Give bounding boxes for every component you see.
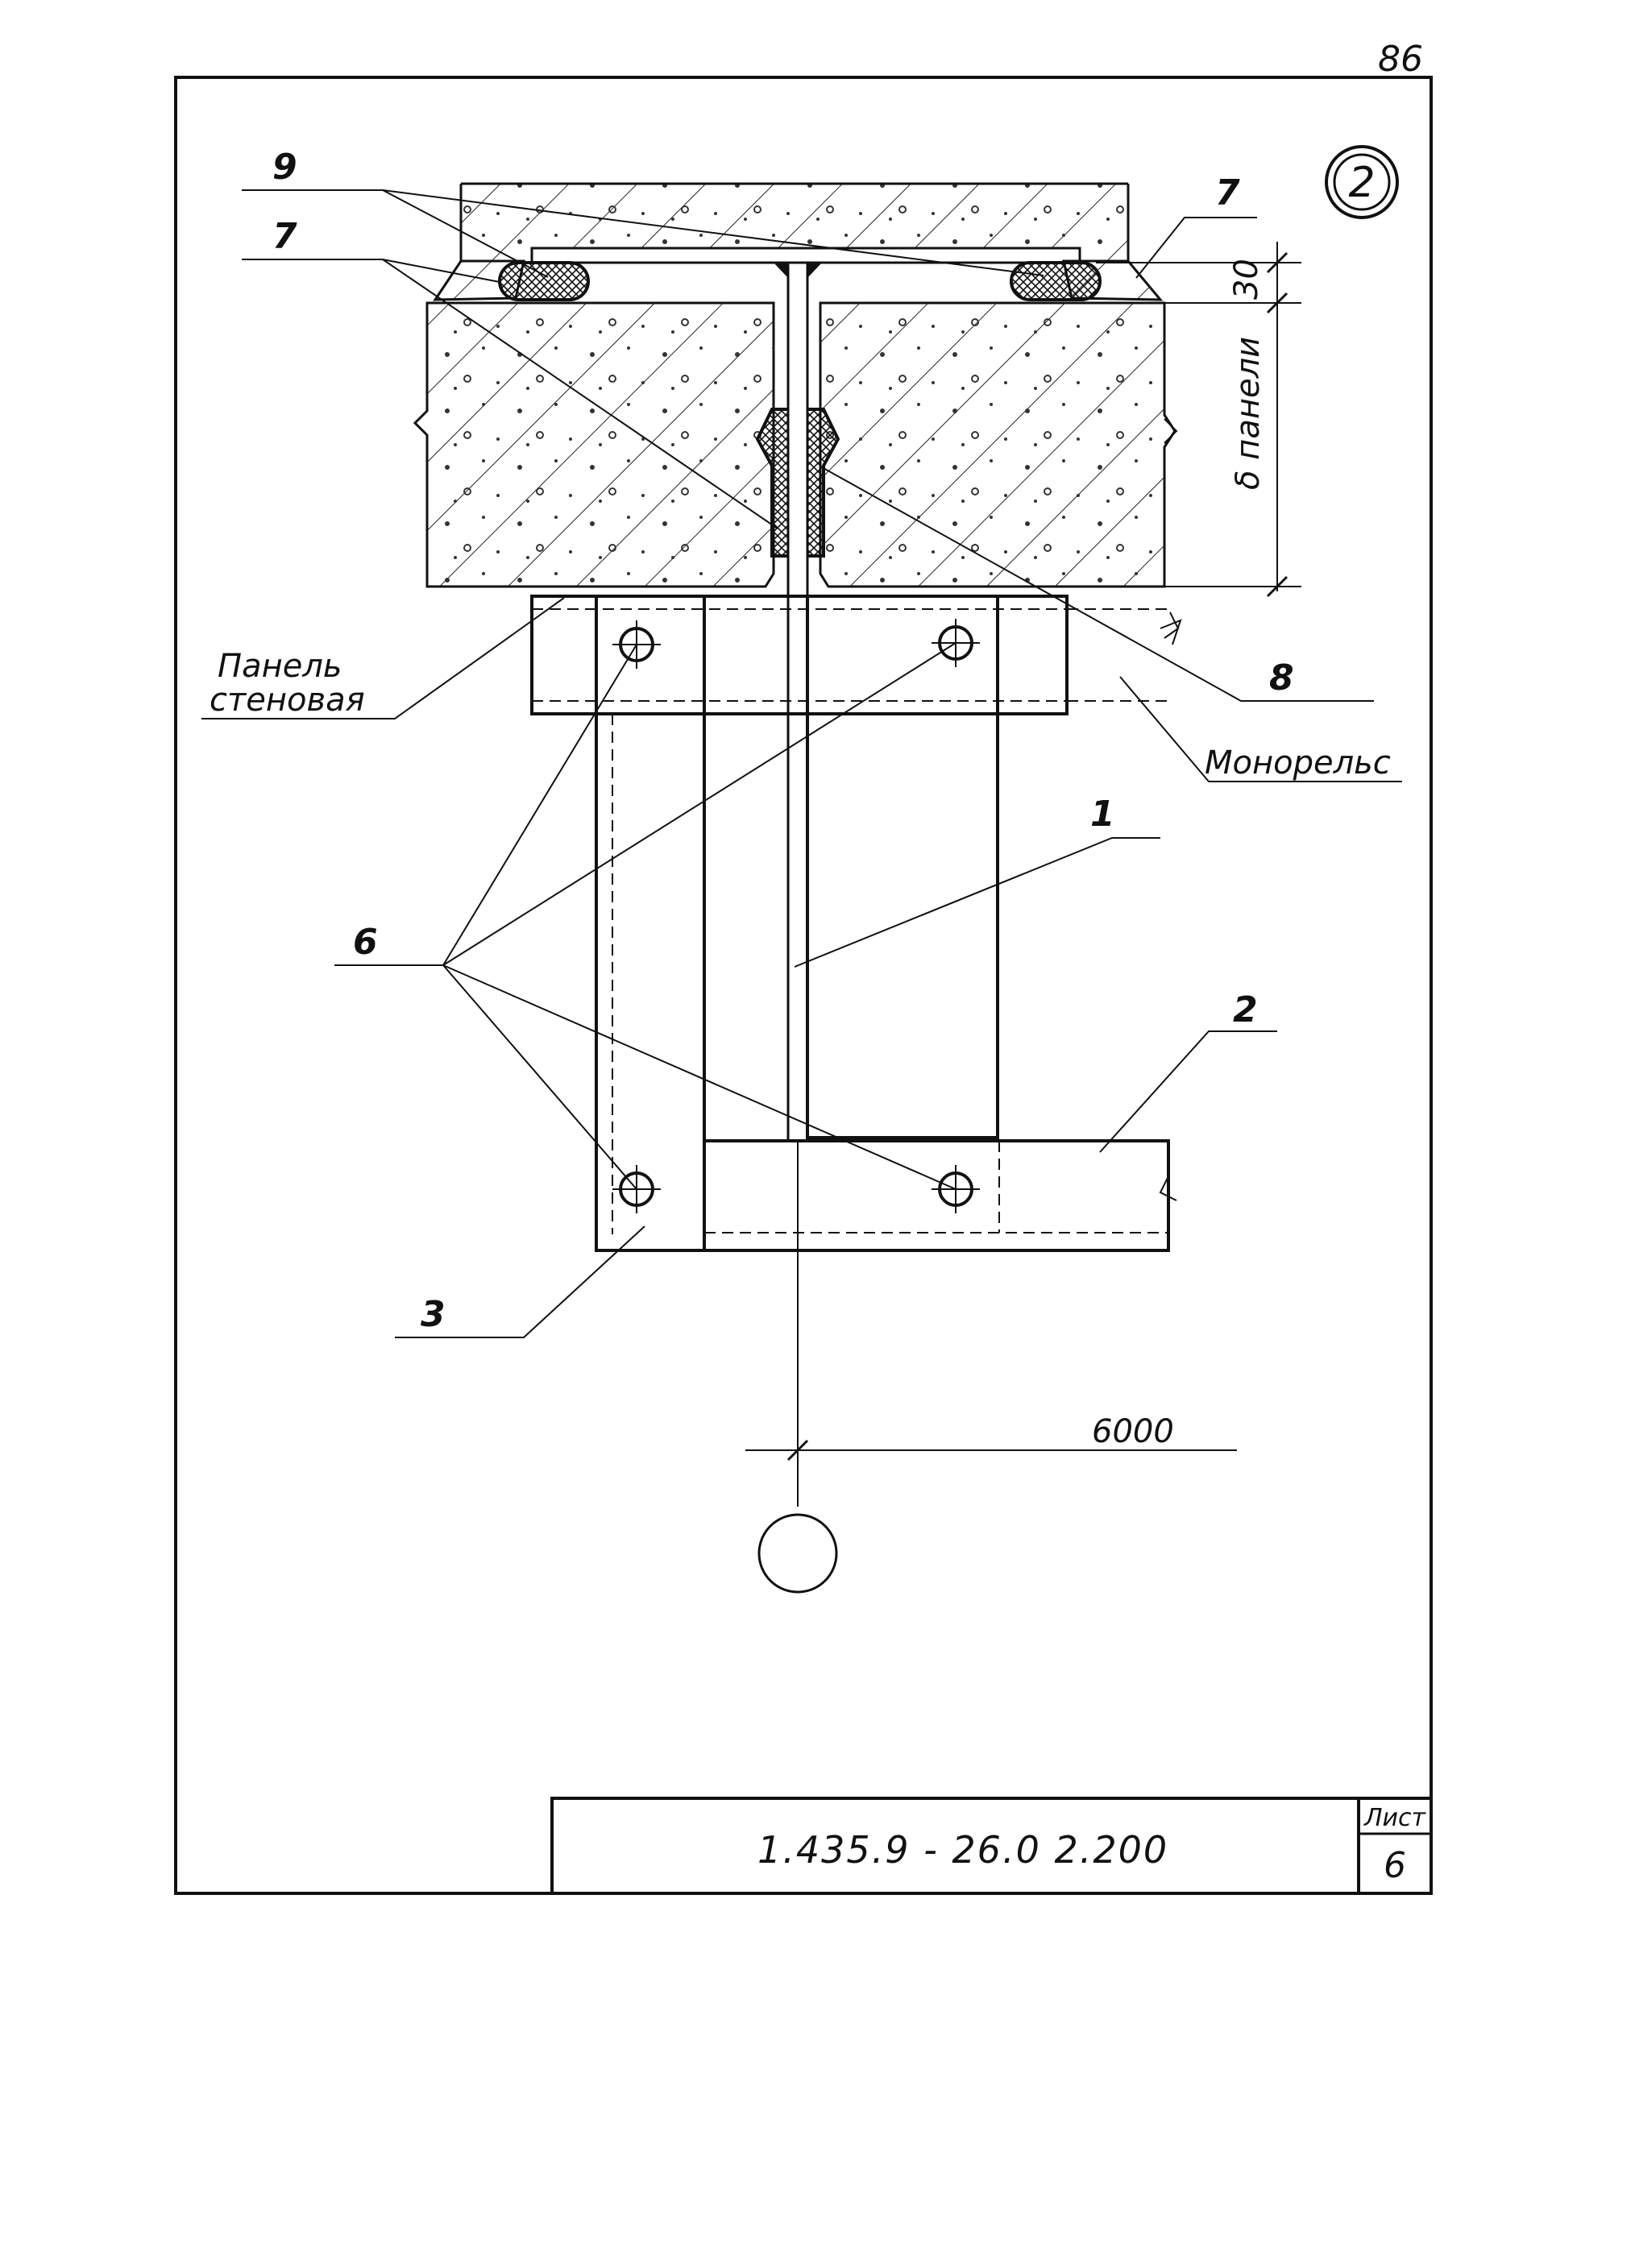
wall-panel-right	[819, 301, 1176, 588]
axis-bubble	[757, 1513, 838, 1594]
bottom-beam	[703, 1139, 1177, 1252]
callout-7-right: 7	[1215, 172, 1240, 214]
callout-3: 3	[421, 1294, 446, 1335]
callout-2: 2	[1233, 989, 1258, 1030]
detail-mark: 2	[1325, 145, 1399, 219]
span-dimension-value: 6000	[1092, 1413, 1174, 1450]
steel-plate	[530, 247, 1081, 264]
monorail-label: Монорельс	[1205, 744, 1391, 782]
sealing-cord-right	[1010, 261, 1102, 301]
wall-panel-label-line1: Панель	[218, 648, 342, 685]
gap-dimension-value: 30	[1228, 259, 1265, 300]
sheet-label: Лист	[1363, 1804, 1427, 1832]
break-mark-right	[1164, 418, 1178, 444]
bolt-top-left	[612, 620, 661, 669]
vertical-strut-right	[806, 595, 999, 1139]
wall-panel-label-line2: стеновая	[210, 682, 365, 719]
sheet-number: 6	[1384, 1845, 1406, 1886]
break-mark-monorail	[1160, 619, 1182, 645]
weld-mark	[774, 263, 822, 278]
page-number: 86	[1378, 39, 1423, 80]
sealing-cord-left	[498, 261, 590, 301]
callout-9: 9	[272, 147, 297, 188]
span-dimension: 6000	[745, 1413, 1237, 1462]
callout-8: 8	[1269, 657, 1294, 699]
panel-thickness-dimension: 30 δ панели	[1096, 242, 1301, 598]
title-block: 1.435.9 - 26.0 2.200 Лист 6	[550, 1797, 1433, 1895]
callout-1: 1	[1090, 794, 1115, 835]
callout-7-left: 7	[272, 216, 297, 257]
panel-thickness-label: δ панели	[1230, 337, 1267, 490]
detail-mark-number: 2	[1348, 159, 1375, 207]
vertical-strut-left	[595, 595, 706, 1252]
callout-6: 6	[353, 922, 378, 963]
leader-lines	[201, 189, 1402, 1338]
document-code: 1.435.9 - 26.0 2.200	[757, 1828, 1168, 1872]
wall-panel-left	[413, 301, 775, 588]
